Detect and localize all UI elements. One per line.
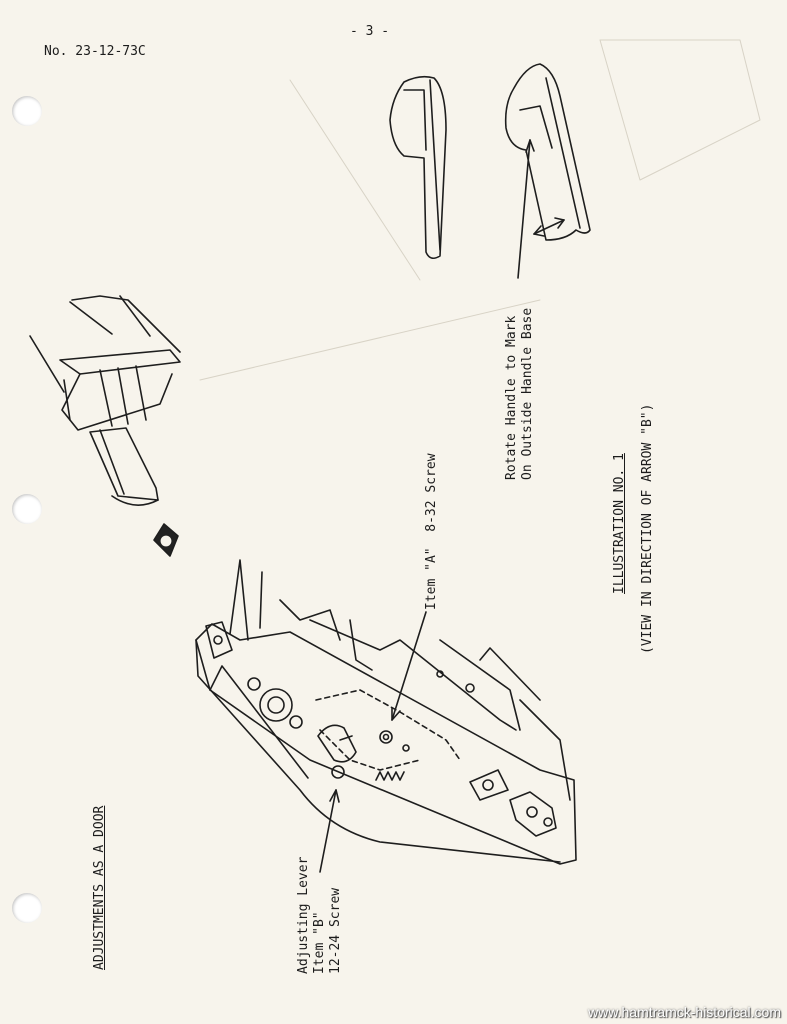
outside-handle-base-label: On Outside Handle Base	[520, 307, 535, 480]
adjusting-lever-label: Adjusting Lever	[296, 856, 311, 974]
item-b-label: Item "B"	[312, 911, 327, 974]
document-number: No. 23-12-73C	[44, 44, 146, 59]
leader-rotate	[517, 139, 531, 279]
item-a-label: Item "A" 8-32 Screw	[424, 453, 439, 610]
door-handle-plain	[389, 75, 447, 260]
page-number: - 3 -	[350, 24, 390, 39]
binder-hole	[12, 893, 42, 923]
arrow-b-marker	[153, 523, 179, 557]
leader-item-a	[391, 611, 427, 721]
door-handle-with-mark	[504, 63, 591, 241]
illustration-subtitle: (VIEW IN DIRECTION OF ARROW "B")	[640, 403, 655, 654]
illustration-title: ILLUSTRATION NO. 1	[612, 453, 627, 594]
arrow-b-label: B	[156, 558, 163, 569]
door-edge-drawing	[29, 295, 181, 506]
leader-adjusting-lever	[319, 789, 337, 873]
rotate-handle-label: Rotate Handle to Mark	[504, 315, 519, 480]
binder-hole	[12, 494, 42, 524]
latch-assembly	[195, 559, 577, 865]
site-watermark: www.hamtramck-historical.com	[588, 1004, 781, 1020]
binder-hole	[12, 96, 42, 126]
screw-size-label: 12-24 Screw	[328, 887, 343, 974]
rotate-arrow	[533, 217, 565, 237]
section-title: ADJUSTMENTS AS A DOOR	[92, 805, 107, 970]
